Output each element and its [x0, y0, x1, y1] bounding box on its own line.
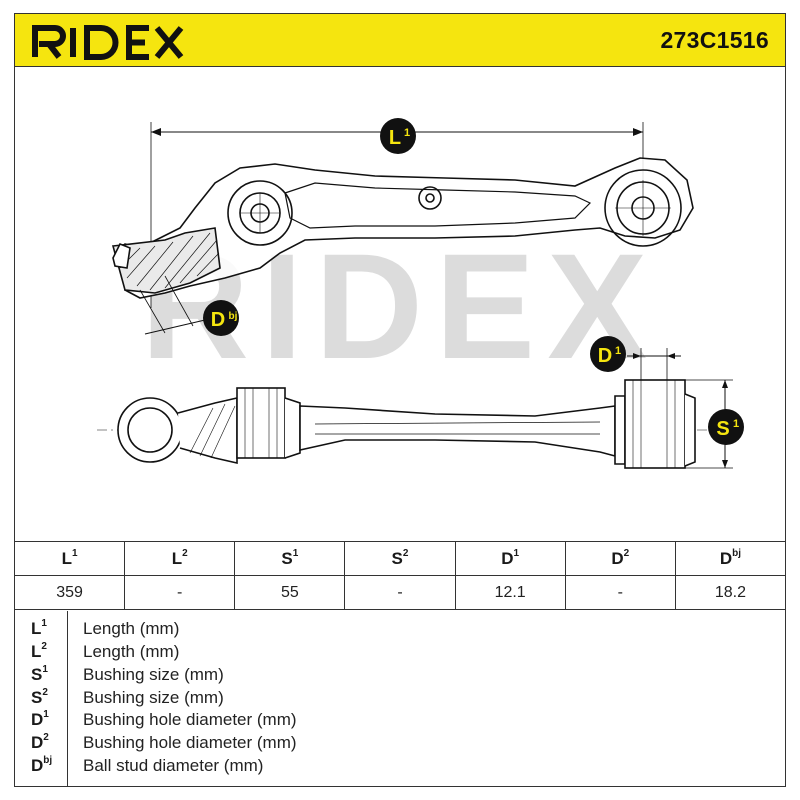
- svg-text:1: 1: [404, 127, 410, 139]
- header-dbj: Dbj: [674, 541, 787, 576]
- legend-description: Bushing hole diameter (mm): [83, 733, 297, 752]
- legend-symbol: D1: [31, 709, 49, 729]
- l1-badge: L 1: [380, 118, 416, 154]
- svg-text:L: L: [389, 127, 401, 149]
- legend: L1 Length (mm) L2 Length (mm) S1 Bushing…: [14, 611, 786, 787]
- top-view-arm: [111, 122, 694, 335]
- header-l1: L1: [13, 541, 126, 576]
- spec-header-row: L1 L2 S1 S2 D1 D2 Dbj: [13, 541, 787, 576]
- legend-description: Bushing hole diameter (mm): [83, 710, 297, 729]
- technical-drawing: RIDEX: [97, 118, 744, 469]
- header-l2: L2: [124, 541, 236, 576]
- legend-description: Ball stud diameter (mm): [83, 756, 264, 775]
- header-d1: D1: [454, 541, 566, 576]
- legend-item: L1 Length (mm): [15, 618, 785, 641]
- legend-description: Bushing size (mm): [83, 665, 224, 684]
- legend-item: S1 Bushing size (mm): [15, 664, 785, 687]
- dbj-badge: D bj: [203, 300, 239, 336]
- value-d1: 12.1: [454, 575, 566, 610]
- header-bar: 273C1516: [14, 13, 786, 67]
- spec-value-row: 359 - 55 - 12.1 - 18.2: [13, 575, 787, 610]
- legend-item: S2 Bushing size (mm): [15, 687, 785, 710]
- legend-symbol: S2: [31, 687, 48, 707]
- legend-item: Dbj Ball stud diameter (mm): [15, 755, 785, 778]
- value-l1: 359: [13, 575, 126, 610]
- legend-symbol: Dbj: [31, 755, 53, 775]
- spec-table: L1 L2 S1 S2 D1 D2 Dbj 359 - 55 - 12.1 - …: [13, 541, 787, 610]
- legend-description: Length (mm): [83, 619, 180, 638]
- header-s1: S1: [234, 541, 346, 576]
- part-number: 273C1516: [660, 27, 769, 53]
- svg-text:D: D: [211, 309, 225, 331]
- svg-text:1: 1: [615, 345, 621, 357]
- value-s1: 55: [234, 575, 346, 610]
- header-s2: S2: [344, 541, 456, 576]
- svg-text:1: 1: [733, 418, 739, 430]
- legend-description: Bushing size (mm): [83, 688, 224, 707]
- legend-description: Length (mm): [83, 642, 180, 661]
- value-d2: -: [564, 575, 676, 610]
- svg-text:D: D: [598, 345, 612, 367]
- legend-symbol: L2: [31, 641, 47, 661]
- d1-badge: D 1: [590, 336, 626, 372]
- legend-item: D2 Bushing hole diameter (mm): [15, 732, 785, 755]
- legend-symbol: L1: [31, 618, 47, 638]
- value-s2: -: [344, 575, 456, 610]
- legend-item: L2 Length (mm): [15, 641, 785, 664]
- value-dbj: 18.2: [674, 575, 787, 610]
- legend-symbol: D2: [31, 732, 49, 752]
- svg-text:bj: bj: [229, 311, 238, 322]
- value-l2: -: [124, 575, 236, 610]
- legend-divider: [67, 611, 68, 786]
- header-d2: D2: [564, 541, 676, 576]
- s1-badge: S 1: [708, 409, 744, 445]
- legend-item: D1 Bushing hole diameter (mm): [15, 709, 785, 732]
- svg-text:S: S: [716, 418, 729, 440]
- legend-symbol: S1: [31, 664, 48, 684]
- ridex-logo: [32, 25, 184, 60]
- side-view-arm: [97, 348, 735, 469]
